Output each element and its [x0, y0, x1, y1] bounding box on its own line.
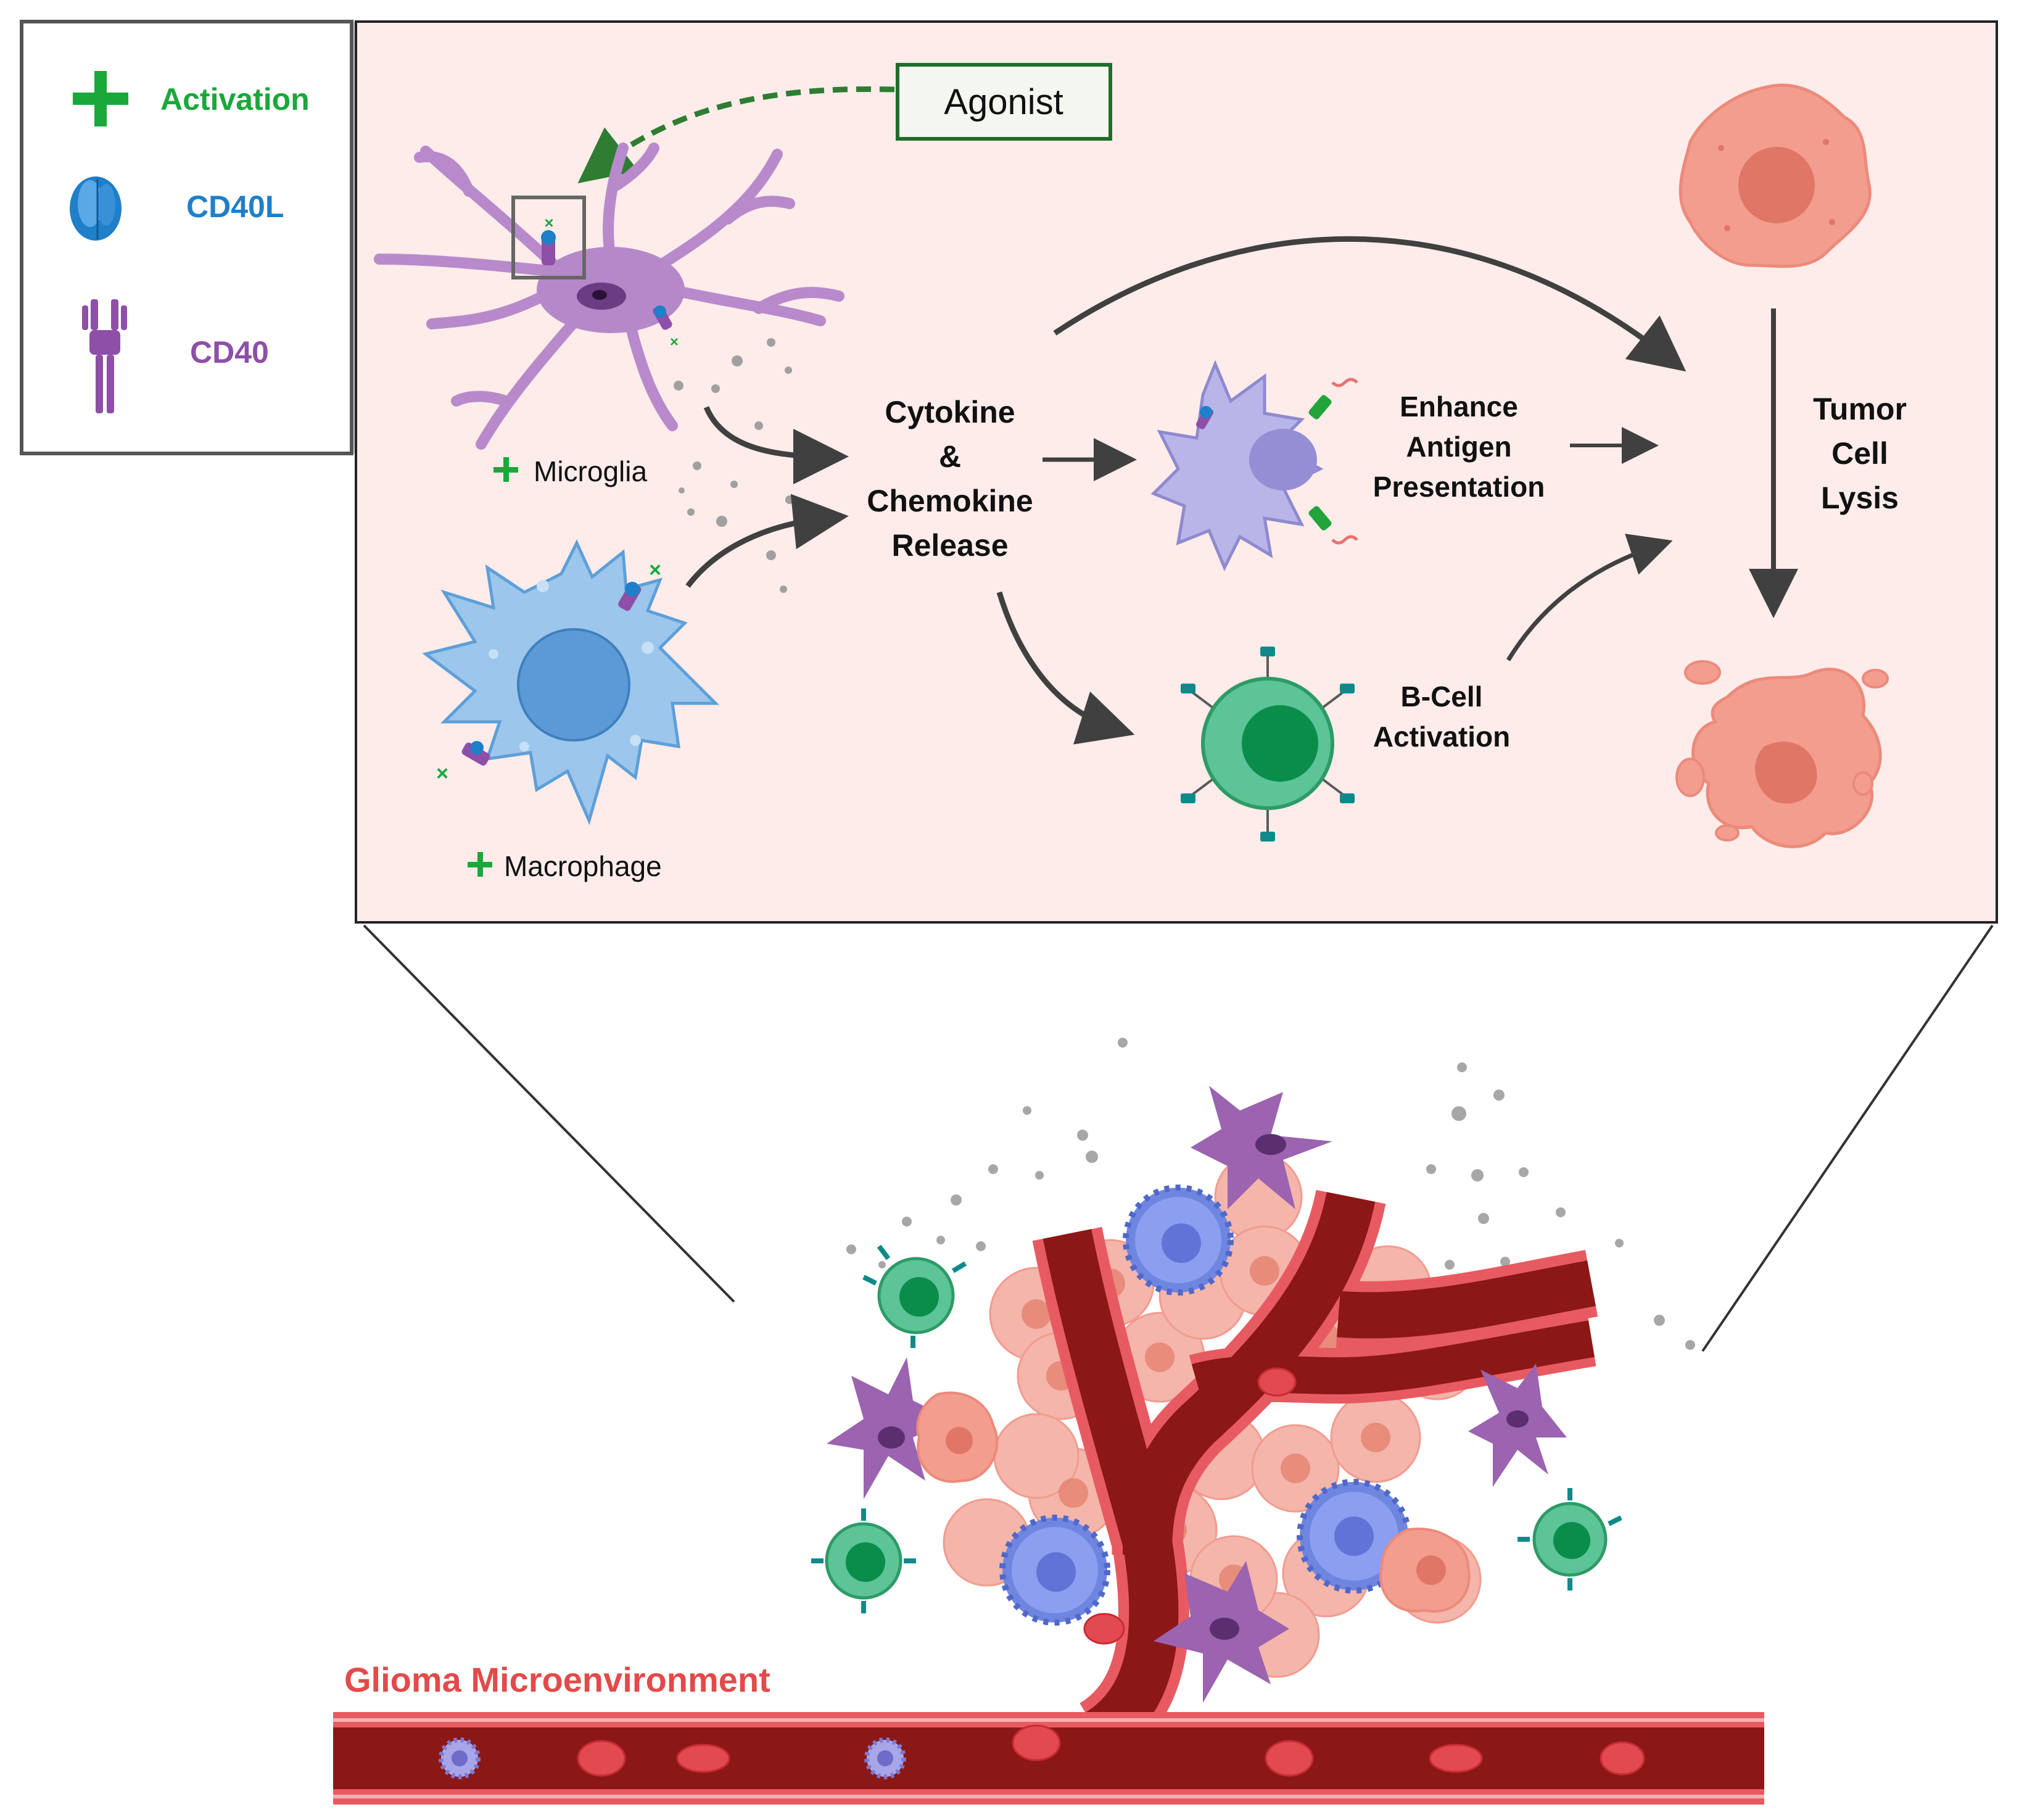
antigen-line1: Enhance [1400, 391, 1518, 423]
microglia-plus-icon [493, 457, 518, 482]
microglia-small-3 [1468, 1363, 1567, 1487]
macrophage-cell [422, 539, 720, 825]
arrow-macrophage-to-cytokine [685, 494, 849, 588]
macrophage-small-3 [1297, 1479, 1411, 1594]
arrow-microglia-to-lysis [1053, 236, 1687, 372]
microglia-cell [374, 143, 844, 450]
macrophage-receptor-icon-2: × [436, 741, 490, 785]
b-cell-small-3 [1517, 1488, 1622, 1590]
cytokine-line2: & [939, 439, 961, 474]
activation-plus-icon [73, 71, 128, 126]
agonist-box [896, 63, 1112, 141]
svg-text:×: × [670, 334, 679, 350]
bcell-label: B-Cell Activation [1373, 680, 1510, 753]
microglia-receptor-icon: × [541, 213, 556, 265]
tumor-cell-intact [1678, 83, 1872, 268]
tumor-cell-lysed [1675, 660, 1889, 848]
arrow-bcell-to-lysis [1506, 534, 1673, 661]
cytokine-release-label: Cytokine & Chemokine Release [867, 395, 1033, 563]
cd40l-icon [70, 176, 122, 241]
legend-activation-label: Activation [160, 82, 310, 117]
macrophage-small-2 [999, 1515, 1110, 1626]
cytokine-line1: Cytokine [885, 395, 1015, 429]
zoom-line-left [363, 924, 735, 1303]
zoom-line-right [1701, 924, 1994, 1352]
red-blood-cells [577, 1367, 1645, 1777]
antigen-label: Enhance Antigen Presentation [1373, 391, 1545, 503]
lysis-line1: Tumor [1813, 392, 1907, 426]
legend-cd40l-label: CD40L [186, 189, 284, 224]
lysis-line2: Cell [1831, 436, 1888, 471]
macrophage-receptor-icon: × [618, 558, 661, 611]
arrow-cytokine-to-bcell [996, 591, 1135, 745]
microglia-small-1 [1191, 1086, 1332, 1209]
agonist-arrow [577, 86, 895, 184]
antigen-line3: Presentation [1373, 471, 1545, 503]
lysed-tumor-small-1 [916, 1391, 999, 1483]
lysis-line3: Lysis [1821, 481, 1899, 515]
b-cell-small-1 [862, 1244, 967, 1348]
microglia-small-4 [1154, 1561, 1289, 1703]
microglia-label: Microglia [534, 455, 647, 487]
svg-text:×: × [649, 558, 661, 582]
b-cell [1181, 647, 1355, 842]
arrow-microglia-to-cytokine [703, 406, 849, 484]
antigen-presenting-cell [1150, 360, 1358, 572]
legend-cd40-label: CD40 [190, 335, 269, 370]
lysis-label: Tumor Cell Lysis [1813, 392, 1907, 515]
bcell-line2: Activation [1373, 721, 1510, 753]
vessel-immune-cell-2 [864, 1737, 906, 1779]
svg-text:×: × [544, 213, 553, 232]
macrophage-small-1 [1123, 1185, 1234, 1296]
cd40-icon [82, 299, 127, 413]
macrophage-label: Macrophage [504, 850, 662, 882]
cytokine-line3: Chemokine [867, 484, 1033, 518]
legend-box [20, 20, 353, 455]
macrophage-plus-icon [468, 852, 492, 877]
agonist-label: Agonist [944, 82, 1063, 122]
microglia-receptor-icon-2: × [653, 305, 679, 350]
antigen-line2: Antigen [1406, 431, 1511, 463]
b-cell-small-2 [811, 1508, 916, 1613]
microglia-small-2 [827, 1357, 950, 1499]
vessel-immune-cell-1 [439, 1737, 481, 1779]
microglia-zoom-box [511, 196, 586, 279]
bcell-line1: B-Cell [1401, 680, 1483, 713]
microenvironment-label: Glioma Microenvironment [344, 1660, 770, 1699]
lysed-tumor-small-2 [1379, 1528, 1471, 1613]
cytokine-line4: Release [891, 528, 1008, 563]
svg-text:×: × [436, 762, 448, 785]
